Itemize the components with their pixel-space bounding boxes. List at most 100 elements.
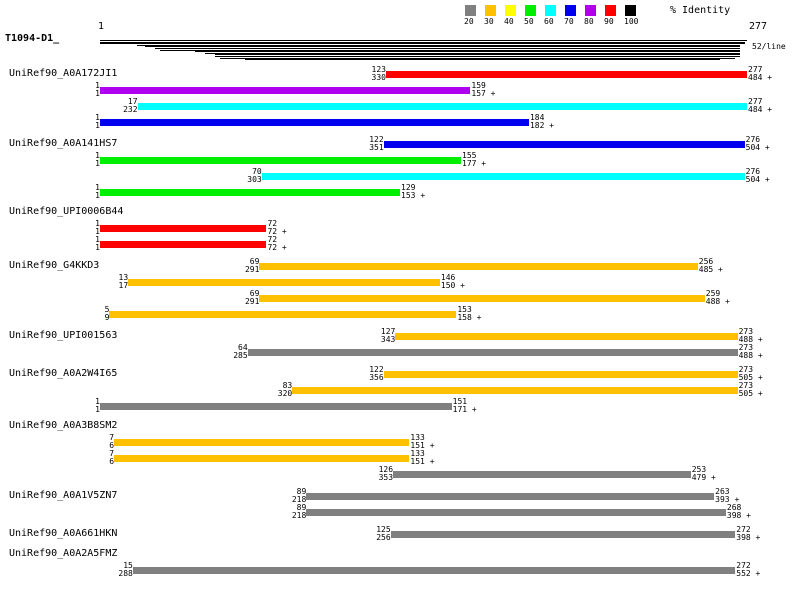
query-start-num: 15 xyxy=(123,561,133,570)
subject-start-num: 320 xyxy=(277,389,293,398)
query-start-num: 1 xyxy=(95,183,100,192)
query-start-num: 7 xyxy=(109,449,115,458)
alignment-bar xyxy=(306,509,726,516)
query-end-num: 273 xyxy=(738,327,754,336)
subject-start-num: 1 xyxy=(95,191,100,200)
hit-name: UniRef90_A0A661HKN xyxy=(9,528,118,539)
subject-start-num: 351 xyxy=(369,143,384,152)
alignment-bar xyxy=(383,371,738,378)
subject-end-num: 72 + xyxy=(267,243,287,252)
coverage-line xyxy=(195,51,740,53)
coverage-line xyxy=(100,43,745,45)
query-end-num: 263 xyxy=(715,487,730,496)
query-end-num: 272 xyxy=(736,561,751,570)
alignment-bar xyxy=(261,173,745,180)
legend-title: % Identity xyxy=(670,5,731,16)
hit-name: UniRef90_A0A2W4I65 xyxy=(9,368,118,379)
query-end-num: 253 xyxy=(691,465,707,474)
subject-start-num: 1 xyxy=(95,405,100,414)
query-name: T1094-D1_ xyxy=(5,33,60,44)
query-end-num: 256 xyxy=(698,257,714,266)
hit-name: UniRef90_G4KKD3 xyxy=(9,260,100,271)
query-start-num: 89 xyxy=(296,487,307,496)
query-start-num: 1 xyxy=(95,113,100,122)
query-start-num: 64 xyxy=(238,343,248,352)
subject-start-num: 330 xyxy=(371,73,386,82)
subject-start-num: 303 xyxy=(247,175,262,184)
coverage-line xyxy=(245,59,720,61)
alignment-bar xyxy=(100,189,401,196)
legend-swatch xyxy=(545,5,556,16)
subject-end-num: 72 + xyxy=(267,227,287,236)
alignment-bar xyxy=(259,295,705,302)
query-end-num: 276 xyxy=(745,135,761,144)
coverage-line xyxy=(100,40,747,41)
alignment-bar xyxy=(292,387,738,394)
query-start-num: 1 xyxy=(95,235,100,244)
query-start-num: 127 xyxy=(380,327,396,336)
subject-end-num: 505 + xyxy=(738,389,763,398)
subject-start-num: 6 xyxy=(109,457,115,466)
hit-name: UniRef90_UPI001563 xyxy=(9,330,118,341)
query-end-num: 153 xyxy=(457,305,472,314)
legend-label: 90 xyxy=(604,17,614,26)
hit-name: UniRef90_A0A1V5ZN7 xyxy=(9,490,118,501)
query-end-num: 133 xyxy=(410,433,425,442)
query-end-num: 273 xyxy=(738,365,754,374)
subject-end-num: 484 + xyxy=(748,105,773,114)
legend-swatch xyxy=(485,5,496,16)
legend-swatch xyxy=(525,5,536,16)
hit-name: UniRef90_A0A3B8SM2 xyxy=(9,420,118,431)
query-end-num: 151 xyxy=(452,397,468,406)
subject-start-num: 256 xyxy=(376,533,391,542)
query-end-num: 272 xyxy=(736,525,751,534)
query-end-num: 155 xyxy=(462,151,477,160)
alignment-bar xyxy=(132,567,736,574)
alignment-bar xyxy=(114,439,410,446)
query-end-num: 277 xyxy=(748,65,763,74)
query-end-num: 72 xyxy=(267,219,278,228)
query-start-num: 123 xyxy=(371,65,386,74)
alignment-bar xyxy=(306,493,715,500)
subject-end-num: 504 + xyxy=(745,175,770,184)
subject-end-num: 479 + xyxy=(691,473,716,482)
query-start: 1 xyxy=(98,21,105,32)
subject-end-num: 488 + xyxy=(738,335,763,344)
alignment-bar xyxy=(385,71,747,78)
subject-end-num: 157 + xyxy=(471,89,496,98)
subject-start-num: 1 xyxy=(95,159,100,168)
subject-end-num: 485 + xyxy=(698,265,723,274)
subject-end-num: 398 + xyxy=(726,511,751,520)
query-start-num: 7 xyxy=(109,433,115,442)
query-end-num: 277 xyxy=(748,97,763,106)
query-end-num: 133 xyxy=(410,449,425,458)
subject-end-num: 398 + xyxy=(736,533,761,542)
legend-label: 20 xyxy=(464,17,474,26)
alignment-bar xyxy=(100,119,529,126)
subject-start-num: 218 xyxy=(291,495,307,504)
coverage-line xyxy=(100,41,745,43)
subject-start-num: 356 xyxy=(369,373,384,382)
